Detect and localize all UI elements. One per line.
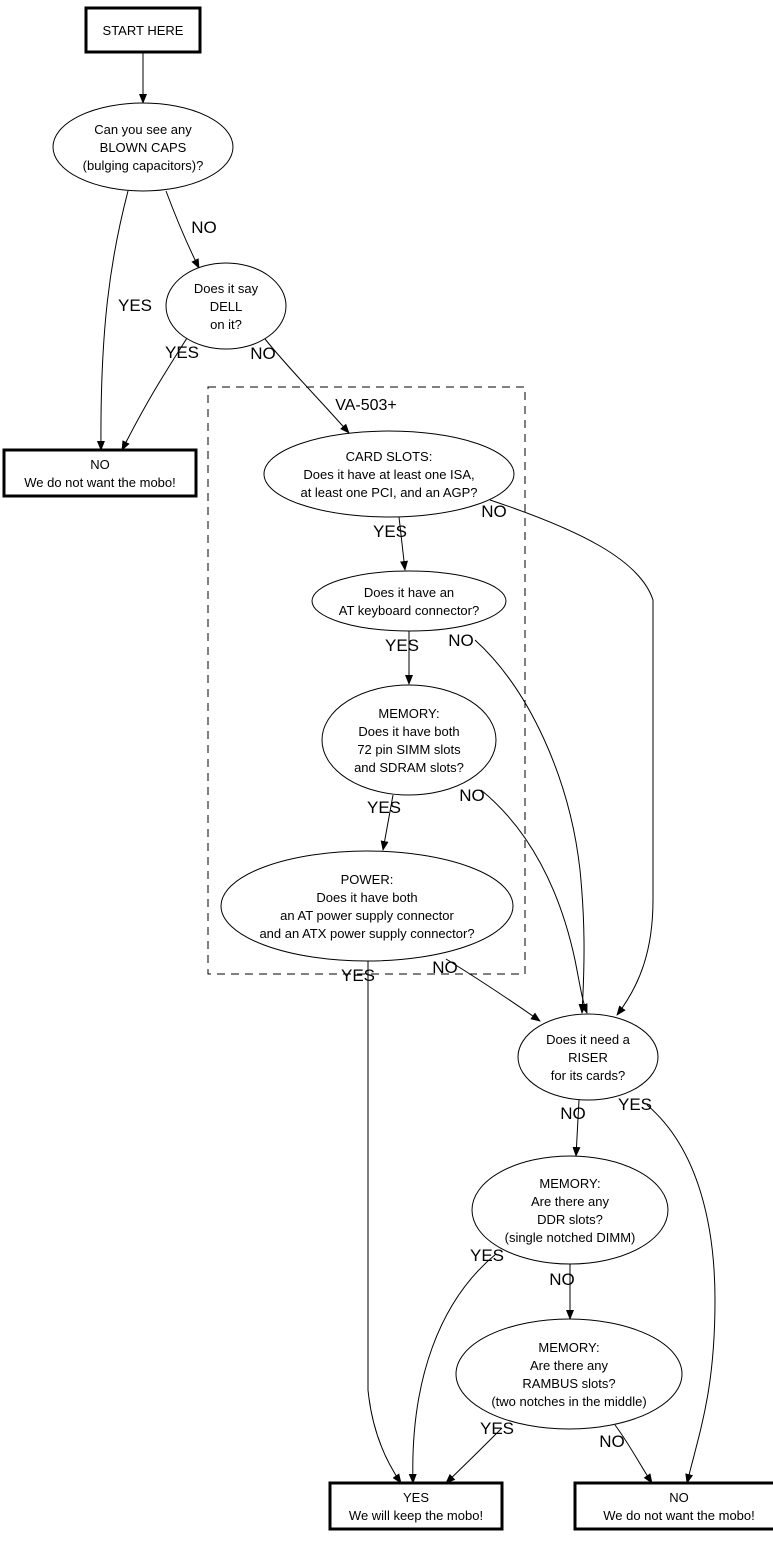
terminal-box xyxy=(328,1481,504,1531)
node-power: POWER: Does it have both an AT power suppl… xyxy=(220,850,514,962)
terminal-box xyxy=(2,448,198,498)
node-text-line: at least one PCI, and an AGP? xyxy=(300,485,477,500)
edge-memory-simm-to-power xyxy=(380,794,394,851)
edge-riser-to-ddr xyxy=(572,1099,581,1157)
node-text-line: Does it have at least one ISA, xyxy=(303,467,474,482)
edge-ddr-to-keep xyxy=(408,1253,497,1484)
node-keep: YES We will keep the mobo! xyxy=(328,1481,504,1531)
node-text-line: Does it have an xyxy=(364,585,454,600)
edge-label-no: NO xyxy=(432,958,458,977)
decision-ellipse xyxy=(321,684,497,796)
node-text-line: DELL xyxy=(210,299,243,314)
node-text-line: and an ATX power supply connector? xyxy=(259,926,474,941)
node-text-line: We will keep the mobo! xyxy=(349,1508,483,1523)
terminal-box xyxy=(84,6,202,54)
edge-label-yes: YES xyxy=(385,636,419,655)
decision-ellipse xyxy=(263,430,515,518)
terminal-box xyxy=(573,1481,773,1531)
node-text-line: Does it need a xyxy=(546,1032,631,1047)
node-text-line: 72 pin SIMM slots xyxy=(357,742,461,757)
node-text-line: an AT power supply connector xyxy=(280,908,454,923)
edge-label-no: NO xyxy=(560,1104,586,1123)
node-text-line: AT keyboard connector? xyxy=(339,603,479,618)
edge-dell-to-reject-top xyxy=(121,337,188,451)
edge-label-no: NO xyxy=(250,344,276,363)
node-start: START HERE xyxy=(84,6,202,54)
node-text-line: Are there any xyxy=(531,1194,610,1209)
decision-ellipse xyxy=(220,850,514,962)
edge-memory-simm-to-riser xyxy=(480,789,588,1014)
node-text-line: (bulging capacitors)? xyxy=(83,158,204,173)
cluster-va503-box xyxy=(207,386,526,975)
node-text-line: Can you see any xyxy=(94,122,192,137)
edge-card-slots-to-riser xyxy=(489,499,654,1016)
edge-label-yes: YES xyxy=(341,966,375,985)
node-riser: Does it need a RISER for its cards? xyxy=(517,1013,659,1101)
node-keyboard: Does it have an AT keyboard connector? xyxy=(311,570,507,632)
node-text-line: POWER: xyxy=(341,872,394,887)
node-text-line: BLOWN CAPS xyxy=(100,140,187,155)
cluster-va503-label: VA-503+ xyxy=(335,397,397,414)
edge-rambus-to-reject-bottom xyxy=(614,1424,653,1484)
decision-ellipse xyxy=(471,1155,669,1265)
node-text-line: YES xyxy=(403,1490,429,1505)
node-text-line: MEMORY: xyxy=(378,706,439,721)
node-text-line: Are there any xyxy=(530,1358,609,1373)
node-reject-bottom: NO We do not want the mobo! xyxy=(573,1481,773,1531)
edge-label-no: NO xyxy=(549,1270,575,1289)
node-card-slots: CARD SLOTS: Does it have at least one ISA… xyxy=(263,430,515,518)
decision-ellipse xyxy=(311,570,507,632)
node-text-line: for its cards? xyxy=(551,1068,625,1083)
edge-riser-to-reject-bottom xyxy=(646,1104,716,1484)
node-text-line: RAMBUS slots? xyxy=(522,1376,615,1391)
edge-label-yes: YES xyxy=(470,1246,504,1265)
decision-ellipse xyxy=(52,102,234,192)
edge-label-no: NO xyxy=(481,502,507,521)
node-text-line: CARD SLOTS: xyxy=(346,449,433,464)
node-text-line: We do not want the mobo! xyxy=(24,475,176,490)
decision-ellipse xyxy=(455,1318,683,1430)
node-text-line: (single notched DIMM) xyxy=(505,1230,636,1245)
node-text-line: Does it have both xyxy=(316,890,417,905)
decision-ellipse xyxy=(165,262,287,350)
node-text-line: (two notches in the middle) xyxy=(491,1394,646,1409)
node-text-line: DDR slots? xyxy=(537,1212,603,1227)
node-text-line: We do not want the mobo! xyxy=(603,1508,755,1523)
node-text-line: Does it say xyxy=(194,281,259,296)
edge-label-no: NO xyxy=(191,218,217,237)
node-text-line: START HERE xyxy=(103,23,184,38)
edge-dell-to-card-slots xyxy=(264,338,350,434)
node-text-line: MEMORY: xyxy=(539,1176,600,1191)
node-reject-top: NO We do not want the mobo! xyxy=(2,448,198,498)
edge-power-to-riser xyxy=(445,958,541,1022)
node-text-line: MEMORY: xyxy=(538,1340,599,1355)
edge-label-yes: YES xyxy=(118,296,152,315)
edge-label-yes: YES xyxy=(480,1419,514,1438)
edge-label-yes: YES xyxy=(618,1095,652,1114)
edge-rambus-to-keep xyxy=(445,1427,503,1484)
edge-label-yes: YES xyxy=(367,798,401,817)
edge-keyboard-to-riser xyxy=(474,639,587,1014)
edge-label-yes: YES xyxy=(165,343,199,362)
node-text-line: Does it have both xyxy=(358,724,459,739)
node-text-line: on it? xyxy=(210,317,242,332)
edge-card-slots-to-keyboard xyxy=(398,516,408,571)
edge-power-to-keep xyxy=(367,961,402,1484)
edge-label-no: NO xyxy=(448,631,474,650)
node-text-line: and SDRAM slots? xyxy=(354,760,464,775)
edge-caps-to-dell xyxy=(165,190,200,269)
edge-label-yes: YES xyxy=(373,522,407,541)
edge-label-no: NO xyxy=(459,786,485,805)
edge-label-no: NO xyxy=(599,1432,625,1451)
node-text-line: NO xyxy=(669,1490,689,1505)
decision-ellipse xyxy=(517,1013,659,1101)
edge-caps-to-reject-top xyxy=(96,190,129,451)
node-text-line: RISER xyxy=(568,1050,608,1065)
node-memory-simm: MEMORY: Does it have both 72 pin SIMM slot… xyxy=(321,684,497,796)
node-text-line: NO xyxy=(90,457,110,472)
